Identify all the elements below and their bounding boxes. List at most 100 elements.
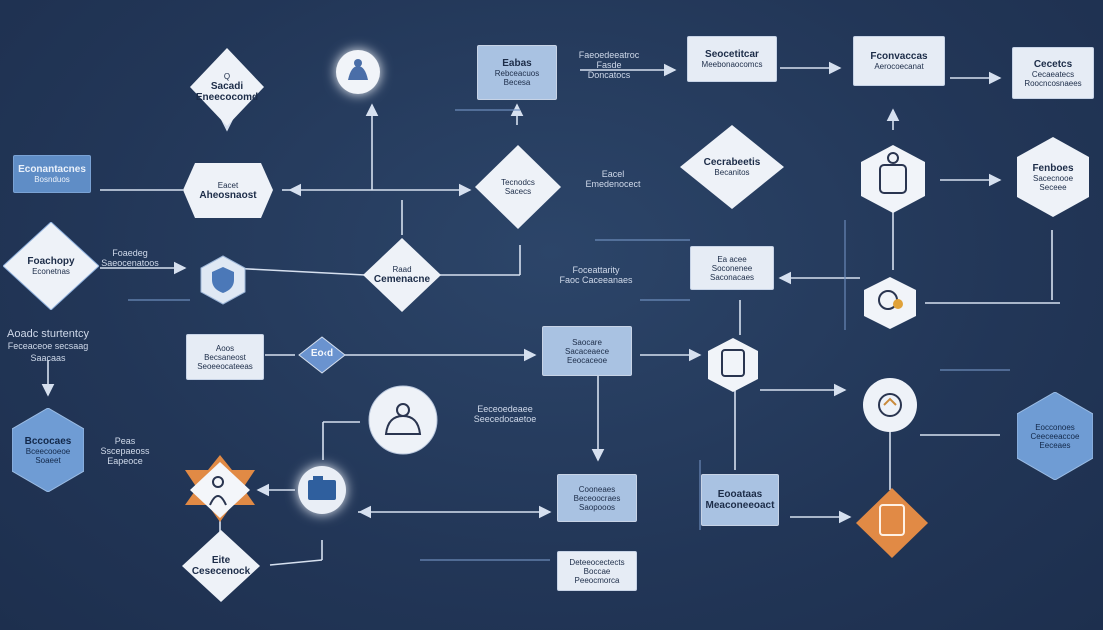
box-node-aoos: Aoos Becsaneost Seoeeocateeas: [186, 334, 264, 380]
node-subtitle: Bosnduos: [34, 175, 70, 184]
node-title: Foachopy: [27, 256, 75, 267]
floating-label-line: Foaedeg: [112, 248, 148, 258]
node-subtitle: Cemenacne: [373, 274, 431, 285]
node-subtitle: Econetnas: [32, 267, 70, 276]
node-title: Aoos: [215, 343, 235, 353]
floating-label-line: Fasde Doncatocs: [587, 60, 631, 80]
node-subtitle: Beceoocraes: [573, 493, 621, 503]
node-title: Eooataas: [717, 489, 763, 500]
floating-label: Foceattarity Faoc Caceeanaes: [548, 265, 644, 285]
node-title: Econantacnes: [18, 164, 86, 175]
robot-icon: [879, 164, 907, 194]
jar-icon: [721, 349, 745, 377]
gear-circle-node: [863, 378, 917, 432]
node-subtitle: Seoeeocateeas: [197, 361, 253, 371]
node-title: Saocare: [572, 337, 602, 347]
badge-diamond-node: [298, 336, 346, 374]
floating-label-line: Faoc Caceeanaes: [559, 275, 633, 285]
box-node-cecetcs: Cecetcs Cecaeatecs Roocncosnaees: [1012, 47, 1094, 99]
node-subtitle: Ceeceeaccoe: [1030, 431, 1080, 441]
gear-icon: [878, 393, 902, 417]
node-title: Cooneaes: [578, 484, 616, 494]
node-title: Seocetitcar: [705, 49, 759, 60]
node-title: Eocconoes: [1035, 422, 1075, 432]
book-icon: [879, 504, 905, 536]
floating-label: Eeceoedeaee Seecedocaetoe: [470, 404, 540, 424]
node-subtitle: Becsaneost: [204, 352, 246, 362]
node-title: Fconvaccas: [870, 51, 928, 62]
box-node-eabas: Eabas Rebceacuos Becesa: [477, 45, 557, 100]
floating-label-line: Aoadc sturtentcy: [7, 328, 89, 340]
floating-label-line: Foceattarity: [572, 265, 620, 275]
node-subtitle: Sacecnooe: [1032, 173, 1074, 183]
node-subtitle: Saconacaes: [709, 272, 755, 282]
floating-label-line: Feceaceoe secsaag: [7, 341, 89, 351]
node-subtitle: Cesecenock: [191, 566, 251, 577]
node-title: Fenboes: [1032, 162, 1074, 174]
floating-label-line: Emedenocect: [585, 179, 641, 189]
floating-label: Eacel Emedenocect: [575, 169, 651, 189]
node-title: Eite: [211, 555, 231, 566]
badge-label: Eo‹d: [310, 348, 334, 359]
box-node-seocetitcar: Seocetitcar Meebonaocomcs: [687, 36, 777, 82]
diamond-node-sacadi: Q Sacadi Eneecocomd: [190, 48, 264, 126]
node-subtitle: Roocncosnaees: [1024, 78, 1082, 88]
diamond-node-eite: Eite Cesecenock: [182, 530, 260, 602]
orange-diamond-node: [856, 488, 928, 558]
box-node-fconvaccas: Fconvaccas Aerocoecanat: [853, 36, 945, 86]
node-title: Tecnodcs: [501, 178, 535, 187]
node-subtitle: Becesa: [503, 78, 531, 87]
node-subtitle: Eneecocomd: [195, 91, 259, 103]
floating-label-line: Faeoedeeatroc: [578, 50, 640, 60]
floating-label-line: Eacel: [601, 169, 625, 179]
floating-label-line: Eapeoce: [107, 456, 143, 466]
jar-hexagon-node: [708, 338, 758, 392]
user-icon: [348, 66, 368, 80]
node-subtitle: Sacaceaece: [564, 346, 610, 356]
box-node-cooneaes: Cooneaes Beceoocraes Saopooos: [557, 474, 637, 522]
node-title: Eacet: [217, 180, 239, 190]
edge: [229, 267, 366, 276]
node-subtitle: Seceee: [1039, 182, 1067, 192]
node-title: Sacadi: [210, 80, 244, 92]
robot-hexagon-node: [861, 145, 925, 213]
node-subtitle: Meaconeeoact: [705, 500, 775, 511]
floating-label-line: Sscepaeoss: [100, 446, 150, 456]
floating-label-line: Eeceoedeaee: [477, 404, 533, 414]
edge: [269, 559, 323, 566]
node-title: Cecrabeetis: [703, 157, 761, 168]
node-subtitle: Becanitos: [714, 168, 750, 177]
node-subtitle: Aheosnaost: [199, 189, 257, 201]
node-subtitle: Sacecs: [504, 187, 532, 196]
node-subtitle: Saopooos: [578, 502, 616, 512]
diamond-node-raad: Raad Cemenacne: [363, 238, 441, 312]
node-subtitle: Aerocoecanat: [874, 62, 924, 71]
shield-icon: [212, 267, 234, 293]
floating-label-line: Seecedocaetoe: [473, 414, 537, 424]
hexagon-node-fenboes: Fenboes Sacecnooe Seceee: [1017, 137, 1089, 217]
node-subtitle: Boccae: [583, 566, 611, 576]
node-subtitle: Rebceacuos: [494, 69, 540, 78]
floating-label: Aoadc sturtentcy Feceaceoe secsaag Saaca…: [6, 328, 90, 364]
box-node-econantacnes: Econantacnes Bosnduos: [13, 155, 91, 193]
node-subtitle: Cecaeatecs: [1031, 69, 1075, 79]
tools-hexagon-node: [864, 277, 916, 329]
diamond-node-tecnodcs: Tecnodcs Sacecs: [475, 145, 561, 229]
box-node-saocare: Saocare Sacaceaece Eeocaceoe: [542, 326, 632, 376]
diamond-node-cecrabeetis: Cecrabeetis Becanitos: [680, 125, 784, 209]
box-node-eooataas: Eooataas Meaconeeoact: [701, 474, 779, 526]
node-subtitle: Bceecooeoe: [25, 446, 71, 456]
node-title: Raad: [392, 265, 412, 274]
node-subtitle: Soconenee: [711, 263, 753, 273]
hexagon-node-eocconoes: Eocconoes Ceeceeaccoe Eeceaes: [1017, 392, 1093, 480]
node-title: Deteeocectects: [569, 557, 625, 567]
node-subtitle: Soaeet: [35, 455, 61, 465]
node-title: Eabas: [502, 58, 532, 69]
floating-label-line: Saeocenatoos: [101, 258, 159, 268]
floating-label: Peas Sscepaeoss Eapeoce: [92, 436, 158, 466]
node-text: Q: [223, 71, 231, 81]
box-node-ea-acee: Ea acee Soconenee Saconacaes: [690, 246, 774, 290]
diamond-node-foachopy: Foachopy Econetnas: [3, 222, 99, 310]
node-subtitle: Meebonaocomcs: [701, 60, 763, 69]
